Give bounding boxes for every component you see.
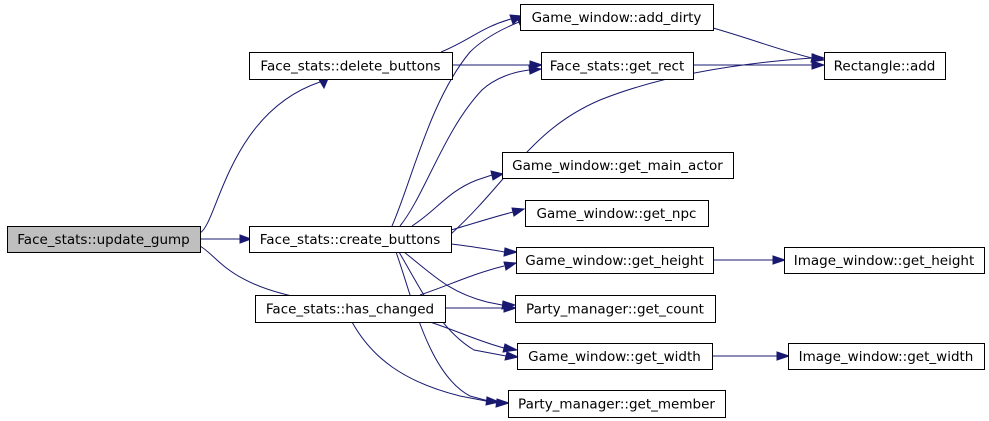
arrowhead-icon xyxy=(811,60,826,70)
edge-create_buttons-to-get_main_actor xyxy=(411,170,505,227)
edge-has_changed-to-gw_get_height xyxy=(419,261,518,296)
arrowhead-icon xyxy=(811,53,826,63)
node-box[interactable] xyxy=(788,343,985,370)
edge-line xyxy=(351,321,487,402)
node-label: Game_window::get_main_actor xyxy=(512,158,723,174)
graph-node-get_member[interactable]: Party_manager::get_member xyxy=(508,390,726,418)
node-box[interactable] xyxy=(520,4,714,31)
node-label: Game_window::add_dirty xyxy=(532,10,702,26)
edge-create_buttons-to-gw_get_height xyxy=(450,243,519,257)
edge-create_buttons-to-get_npc xyxy=(450,207,526,231)
edge-line xyxy=(450,243,506,253)
arrowhead-icon xyxy=(502,343,519,353)
graph-node-get_npc[interactable]: Game_window::get_npc xyxy=(525,200,709,227)
edge-line xyxy=(403,251,503,306)
edge-line xyxy=(419,265,505,296)
graph-node-get_count[interactable]: Party_manager::get_count xyxy=(515,295,716,323)
arrowhead-icon xyxy=(511,207,526,217)
arrowhead-icon xyxy=(776,351,791,361)
edge-has_changed-to-get_count xyxy=(445,303,518,313)
node-box[interactable] xyxy=(517,343,713,370)
node-box[interactable] xyxy=(784,247,985,274)
edge-line xyxy=(450,211,514,231)
edge-line xyxy=(391,21,520,227)
edge-delete_buttons-to-add_dirty xyxy=(440,14,524,53)
node-label: Game_window::get_npc xyxy=(537,206,697,222)
node-label: Face_stats::create_buttons xyxy=(260,232,440,248)
node-label: Party_manager::get_member xyxy=(518,397,715,413)
edge-line xyxy=(199,81,321,234)
edge-line xyxy=(399,69,530,227)
graph-node-rectangle_add[interactable]: Rectangle::add xyxy=(824,52,946,80)
graph-node-add_dirty[interactable]: Game_window::add_dirty xyxy=(520,4,714,31)
arrowhead-icon xyxy=(504,351,520,361)
graph-node-create_buttons[interactable]: Face_stats::create_buttons xyxy=(249,226,452,253)
node-box[interactable] xyxy=(516,247,714,274)
node-box[interactable] xyxy=(249,226,452,253)
graph-node-gw_get_height[interactable]: Game_window::get_height xyxy=(516,247,714,274)
arrowhead-icon xyxy=(485,396,501,406)
nodes-layer: Face_stats::update_gump Face_stats::delet… xyxy=(7,4,985,418)
node-box[interactable] xyxy=(7,226,201,253)
edge-add_dirty-to-rectangle_add xyxy=(712,27,826,63)
edge-delete_buttons-to-get_rect xyxy=(452,60,544,70)
edge-line xyxy=(199,245,313,301)
node-label: Party_manager::get_count xyxy=(526,302,704,318)
node-label: Rectangle::add xyxy=(834,59,936,75)
edge-line xyxy=(395,251,497,404)
node-box[interactable] xyxy=(508,390,726,418)
edge-update_gump-to-delete_buttons xyxy=(199,73,331,234)
arrowhead-icon xyxy=(503,303,518,313)
edge-create_buttons-to-get_member xyxy=(395,251,511,408)
node-box[interactable] xyxy=(502,152,734,179)
graph-node-gw_get_width[interactable]: Game_window::get_width xyxy=(517,343,713,370)
arrowhead-icon xyxy=(503,261,518,271)
node-label: Image_window::get_width xyxy=(799,349,974,365)
node-label: Face_stats::delete_buttons xyxy=(260,59,440,75)
graph-node-get_main_actor[interactable]: Game_window::get_main_actor xyxy=(502,152,734,179)
edge-create_buttons-to-get_rect xyxy=(399,65,543,227)
edge-line xyxy=(712,27,813,59)
node-box[interactable] xyxy=(824,52,946,80)
node-box[interactable] xyxy=(515,295,716,323)
graph-node-iw_get_width[interactable]: Image_window::get_width xyxy=(788,343,985,370)
arrowhead-icon xyxy=(503,247,519,257)
arrowhead-icon xyxy=(772,255,787,265)
node-label: Image_window::get_height xyxy=(794,253,975,269)
edge-has_changed-to-gw_get_width xyxy=(429,321,519,353)
node-box[interactable] xyxy=(525,200,709,227)
arrowhead-icon xyxy=(528,65,543,75)
edge-has_changed-to-get_member xyxy=(351,321,501,406)
arrowhead-icon xyxy=(495,398,511,408)
edge-create_buttons-to-add_dirty xyxy=(391,17,532,227)
node-label: Game_window::get_width xyxy=(528,349,701,365)
edges-layer xyxy=(199,14,826,408)
node-label: Face_stats::has_changed xyxy=(266,302,434,318)
graph-node-has_changed[interactable]: Face_stats::has_changed xyxy=(255,295,446,323)
graph-node-get_rect[interactable]: Face_stats::get_rect xyxy=(541,52,694,80)
graph-node-iw_get_height[interactable]: Image_window::get_height xyxy=(784,247,985,274)
node-label: Face_stats::update_gump xyxy=(17,232,189,248)
node-box[interactable] xyxy=(541,52,694,80)
node-label: Face_stats::get_rect xyxy=(550,59,685,75)
node-box[interactable] xyxy=(249,52,453,80)
arrowhead-icon xyxy=(490,170,505,181)
graph-node-delete_buttons[interactable]: Face_stats::delete_buttons xyxy=(249,52,453,80)
edge-create_buttons-to-rectangle_add xyxy=(450,53,826,235)
edge-line xyxy=(450,57,813,235)
node-box[interactable] xyxy=(255,295,446,323)
edge-gw_get_width-to-iw_get_width xyxy=(712,351,791,361)
edge-line xyxy=(411,174,493,227)
edge-get_rect-to-rectangle_add xyxy=(693,60,826,70)
edge-gw_get_height-to-iw_get_height xyxy=(713,255,787,265)
edge-line xyxy=(440,18,512,53)
edge-update_gump-to-create_buttons xyxy=(200,234,253,244)
edge-line xyxy=(429,321,505,349)
arrowhead-icon xyxy=(239,234,253,244)
graph-node-update_gump[interactable]: Face_stats::update_gump xyxy=(7,226,201,253)
node-label: Game_window::get_height xyxy=(525,253,703,269)
